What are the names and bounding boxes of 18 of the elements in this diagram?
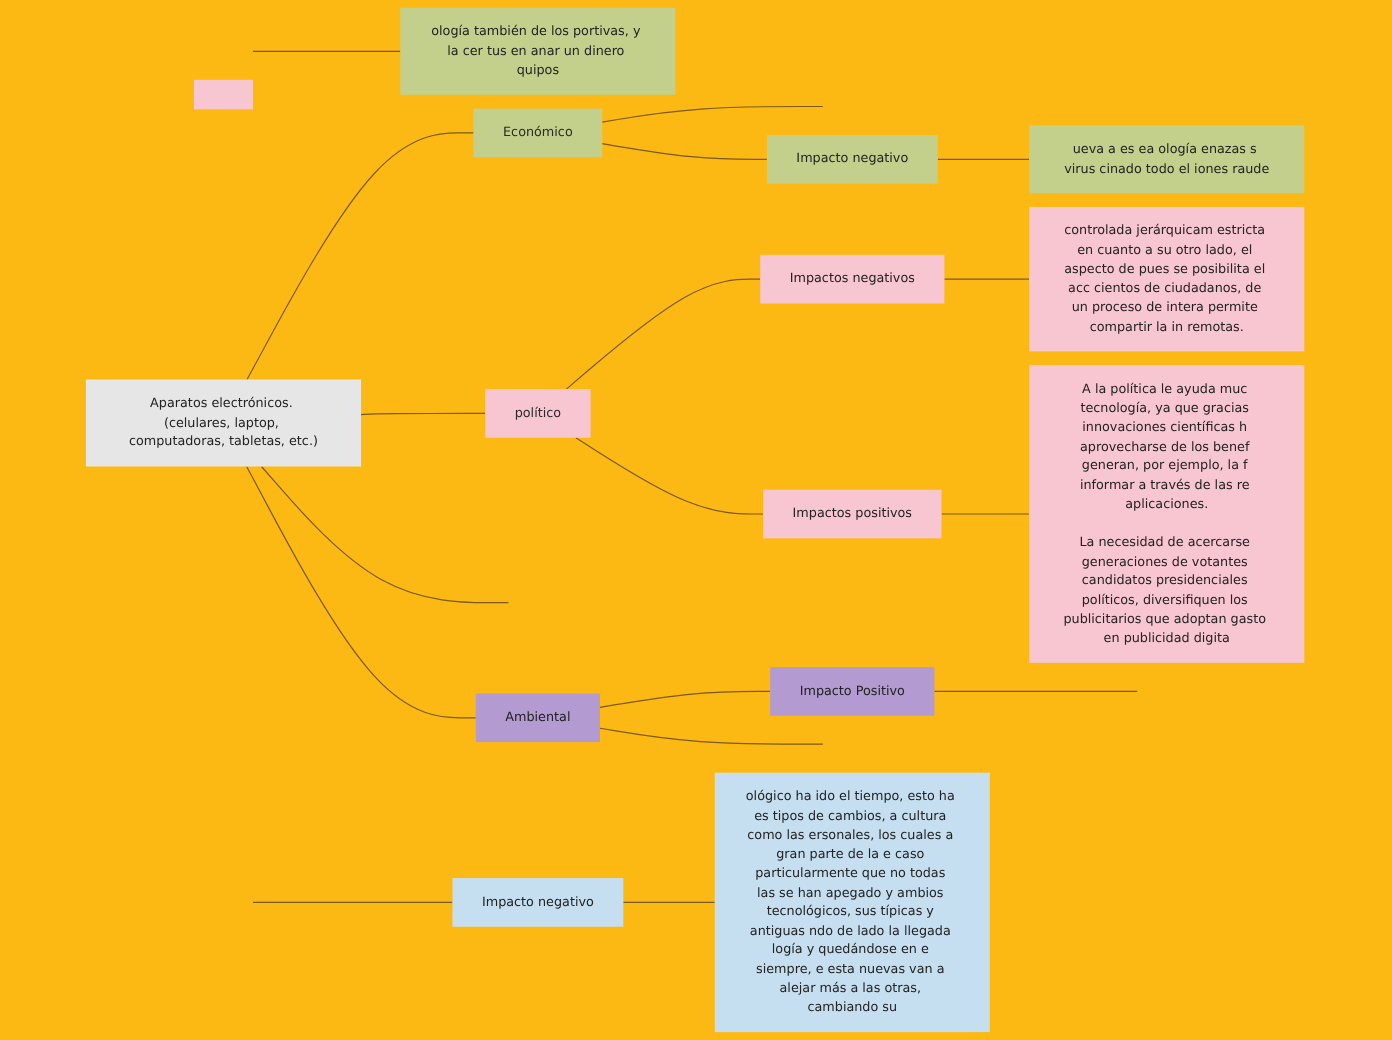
- connector: [623, 901, 717, 903]
- connector: [261, 465, 510, 604]
- node-box: [194, 79, 254, 110]
- connector: [600, 727, 825, 745]
- connector: [941, 513, 1031, 515]
- connector: [602, 105, 825, 123]
- connector: [944, 278, 1031, 280]
- connector: [253, 901, 454, 903]
- connector: [253, 50, 402, 52]
- connector: [600, 690, 772, 708]
- connector: [361, 412, 487, 416]
- connector: [938, 158, 1031, 160]
- connector: [247, 132, 476, 381]
- connector: [602, 143, 769, 160]
- connector: [934, 690, 1139, 692]
- connector: [576, 437, 765, 515]
- connector: [566, 278, 762, 390]
- connector: [246, 465, 478, 719]
